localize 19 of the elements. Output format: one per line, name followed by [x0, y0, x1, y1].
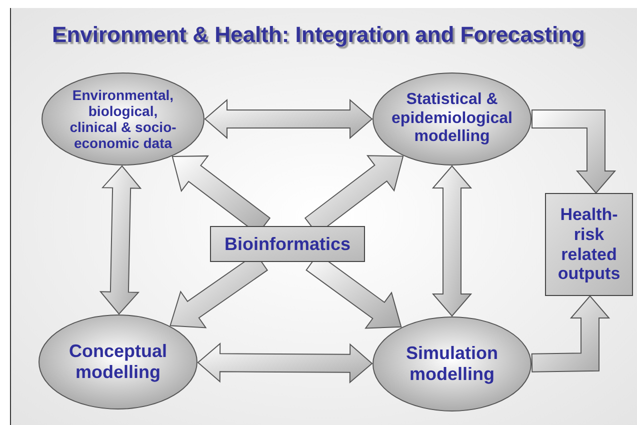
node-label: Health-risk related outputs: [556, 205, 622, 284]
node-label: Statistical & epidemiological modelling: [390, 91, 514, 147]
ellipse-node: [372, 72, 532, 166]
block-arrow: [197, 342, 373, 384]
block-arrow: [531, 295, 610, 372]
block-arrow: [532, 110, 616, 194]
node-label: Conceptual modelling: [68, 341, 168, 383]
process-box: [210, 226, 365, 262]
node-label: Simulation modelling: [404, 343, 499, 385]
block-arrow: [432, 165, 472, 317]
process-box: [545, 193, 633, 296]
block-arrow: [204, 98, 373, 140]
ellipse-node: [38, 314, 198, 410]
node-label: Environmental, biological, clinical & socio-economic data: [68, 86, 178, 152]
block-arrow: [99, 165, 142, 315]
ellipse-node: [41, 72, 205, 166]
title: Environment & Health: Integration and Forecasting: [51, 22, 586, 48]
ellipse-node: [372, 316, 532, 412]
node-label: Bioinformatics: [224, 234, 351, 254]
